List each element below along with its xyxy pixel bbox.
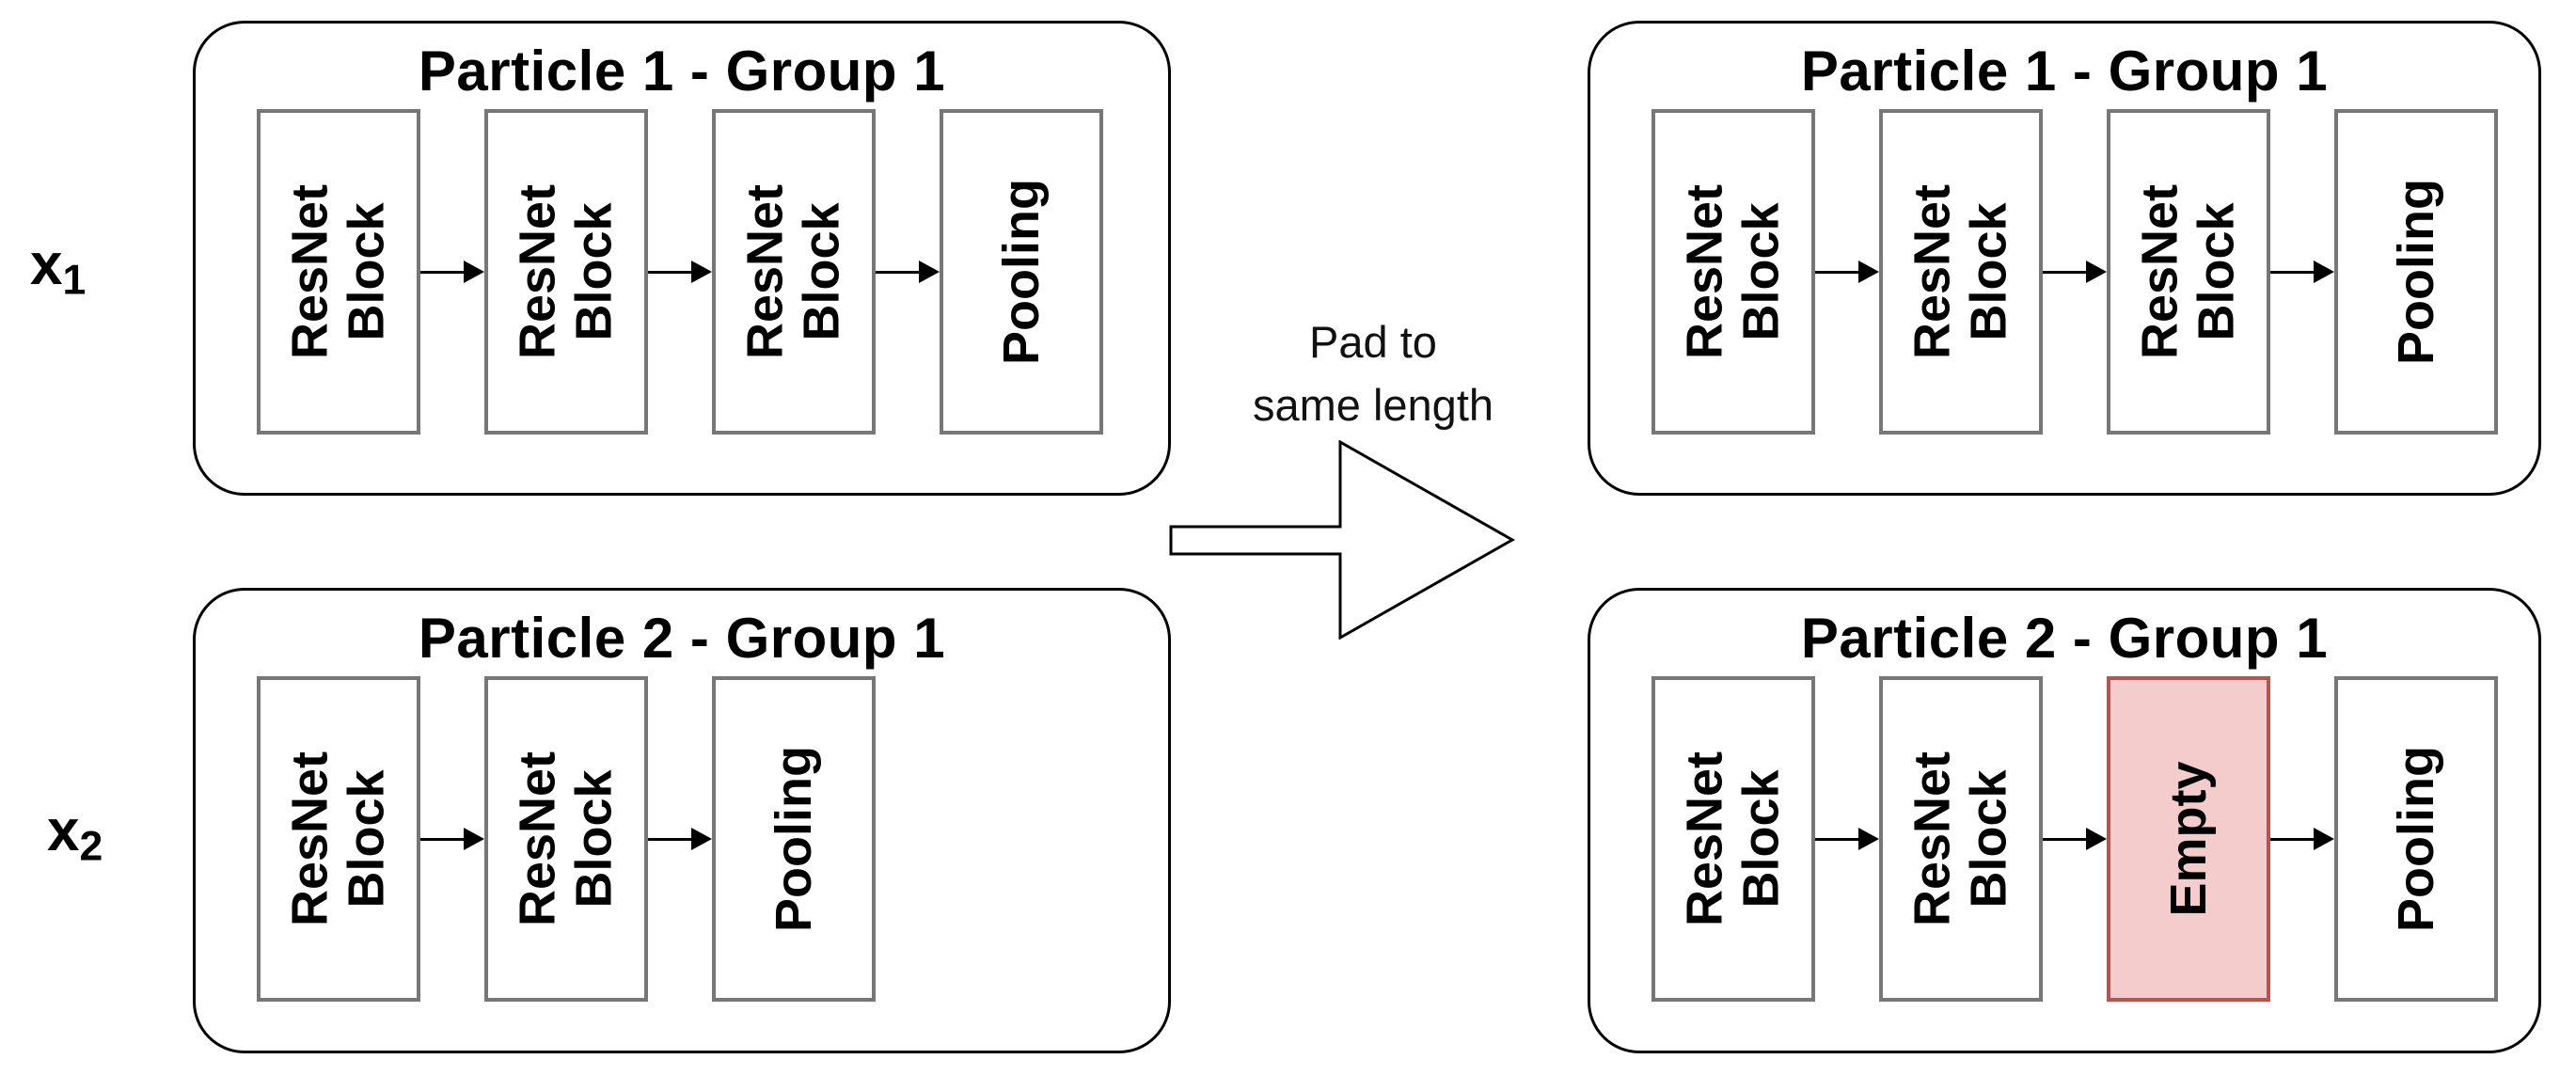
flow-arrow-icon: [1815, 828, 1879, 850]
resnet-block: ResNet Block: [1651, 109, 1815, 435]
group-title: Particle 1 - Group 1: [418, 40, 946, 103]
pooling-block: Pooling: [2334, 676, 2498, 1002]
resnet-block: ResNet Block: [2107, 109, 2270, 435]
block-label: ResNet Block: [1676, 183, 1790, 360]
block-label: ResNet Block: [2131, 183, 2245, 360]
block-label: Empty: [2159, 761, 2217, 917]
flow-arrow-icon: [2043, 828, 2107, 850]
pad-label-line2: same length: [1252, 380, 1494, 431]
resnet-block: ResNet Block: [484, 109, 648, 435]
group-particle1-right: Particle 1 - Group 1 ResNet Block ResNet…: [1588, 21, 2541, 496]
block-label: ResNet Block: [281, 183, 395, 360]
flow-arrow-icon: [420, 261, 484, 283]
empty-block: Empty: [2107, 676, 2270, 1002]
resnet-block: ResNet Block: [257, 676, 420, 1002]
pad-transform-label: Pad to same length: [1204, 310, 1542, 436]
group-particle1-left: Particle 1 - Group 1 ResNet Block ResNet…: [193, 21, 1171, 496]
group-particle2-right: Particle 2 - Group 1 ResNet Block ResNet…: [1588, 588, 2541, 1053]
resnet-block: ResNet Block: [712, 109, 876, 435]
pooling-block: Pooling: [940, 109, 1103, 435]
resnet-block: ResNet Block: [1879, 676, 2043, 1002]
block-label: ResNet Block: [1676, 751, 1790, 927]
group-title: Particle 2 - Group 1: [418, 607, 946, 670]
group-particle2-left: Particle 2 - Group 1 ResNet Block ResNet…: [193, 588, 1171, 1053]
flow-arrow-icon: [420, 828, 484, 850]
x1-base: x: [30, 232, 63, 297]
pad-transform-arrow-icon: [1169, 440, 1515, 640]
block-label: Pooling: [2387, 179, 2444, 365]
pad-label-line1: Pad to: [1309, 317, 1437, 367]
block-label: Pooling: [765, 746, 822, 932]
resnet-block: ResNet Block: [1879, 109, 2043, 435]
flow-arrow-icon: [648, 828, 712, 850]
block-label: ResNet Block: [1904, 183, 2017, 360]
group-title: Particle 1 - Group 1: [1800, 40, 2329, 103]
group-title: Particle 2 - Group 1: [1800, 607, 2329, 670]
x2-base: x: [47, 798, 80, 863]
resnet-block: ResNet Block: [1651, 676, 1815, 1002]
flow-arrow-icon: [2043, 261, 2107, 283]
flow-arrow-icon: [2270, 828, 2334, 850]
block-label: ResNet Block: [1904, 751, 2017, 927]
block-label: Pooling: [2387, 746, 2444, 932]
block-label: Pooling: [992, 179, 1050, 365]
input-label-x1: x1: [30, 231, 86, 305]
flow-arrow-icon: [2270, 261, 2334, 283]
block-label: ResNet Block: [509, 183, 623, 360]
resnet-block: ResNet Block: [484, 676, 648, 1002]
block-label: ResNet Block: [281, 751, 395, 927]
resnet-block: ResNet Block: [257, 109, 420, 435]
flow-arrow-icon: [648, 261, 712, 283]
x1-subscript: 1: [62, 257, 87, 304]
block-label: ResNet Block: [509, 751, 623, 927]
flow-arrow-icon: [876, 261, 940, 283]
flow-arrow-icon: [1815, 261, 1879, 283]
input-label-x2: x2: [47, 798, 103, 871]
pooling-block: Pooling: [712, 676, 876, 1002]
pooling-block: Pooling: [2334, 109, 2498, 435]
x2-subscript: 2: [79, 823, 103, 870]
block-label: ResNet Block: [736, 183, 850, 360]
